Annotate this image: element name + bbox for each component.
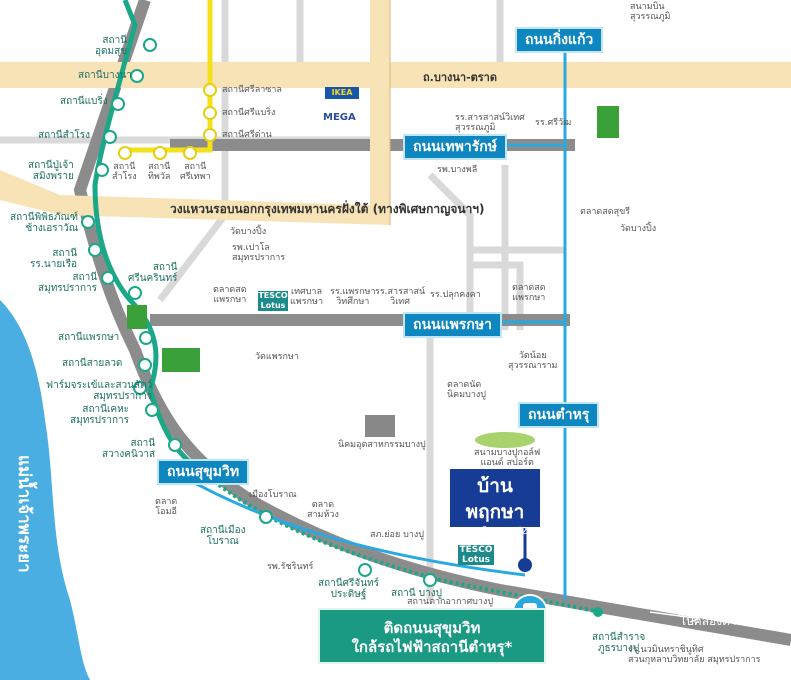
wat-bang-phli-label: วัดบางปิ้ง <box>230 227 267 237</box>
green-station-2: สถานีบางนา <box>78 70 132 81</box>
green-station-1: สถานี อุดมสุข <box>95 35 128 57</box>
green-station-13: สถานีเคหะ สมุทรปราการ <box>70 404 130 426</box>
hosp-bangphli-label: รพ.บางพลี <box>437 165 478 175</box>
school-sarasas-label: รร.สารสาสน์ วิเทศ <box>375 287 426 307</box>
green-station-14: สถานี สวางคนิวาส <box>102 438 156 460</box>
yellow-station-2: สถานีศรีแบริ่ง <box>222 108 276 118</box>
ancient-city-label: เมืองโบราณ <box>249 490 297 500</box>
road-box-king-kaeo: ถนนกิ่งแก้ว <box>515 27 604 53</box>
khlong-dan-label: ไปคลองด่าน <box>680 614 745 628</box>
hospital-mueang-label: รพ.เปาโล สมุทรปราการ <box>232 243 286 263</box>
banner-line-1: ติดถนนสุขุมวิท <box>383 619 481 637</box>
road-box-phraeksa: ถนนแพรกษา <box>403 312 502 338</box>
yellow-station-4: สถานี สำโรง <box>112 162 137 182</box>
project-name: บ้านพฤกษา <box>465 475 525 523</box>
ring-road-label: วงแหวนรอบนอกกรุงเทพมหานครฝั่งใต้ (ทางพิเ… <box>170 202 485 216</box>
green-station-11: สถานีสายลวด <box>62 358 123 369</box>
golf-label: สนามบางปูกอล์ฟ แอนด์ สปอร์ต <box>474 448 541 468</box>
mega-logo: MEGA <box>323 112 356 123</box>
yellow-station-5: สถานี ทิพวัล <box>148 162 171 182</box>
river-area <box>0 300 90 680</box>
yellow-station-1: สถานีศรีลาซาล <box>222 85 282 95</box>
green-station-12: ฟาร์มจระเข้และสวนสัตว์ สมุทรปราการ <box>46 380 153 402</box>
green-station-3: สถานีแบริ่ง <box>60 96 108 107</box>
green-station-6: สถานีพิพิธภัณฑ์ ช้างเอราวัณ <box>10 212 79 234</box>
ring-road <box>0 0 390 225</box>
school-sriwat-label: รร.ศรีวัฒ <box>535 118 572 128</box>
school-suwan-label: รร.สารสาสน์วิเทศ สุวรรณภูมิ <box>455 113 525 133</box>
wat-noi-label: วัดน้อย สุวรรณาราม <box>508 351 558 371</box>
market-rot-label: ตลาด โอมอี <box>155 497 178 517</box>
school-pak-label: รร.ปลุกคงคา <box>430 290 481 300</box>
green-station-4: สถานีสำโรง <box>38 130 90 141</box>
sukhumvit-station-5: สถานีสำราจ ภูธรบางปู <box>592 632 646 654</box>
green-station-9: สถานี ศรีนครินทร์ <box>128 262 178 284</box>
yellow-line <box>120 0 213 153</box>
sukhumvit-station-1: สถานีเมือง โบราณ <box>200 525 246 547</box>
market-phraeksa2-label: ตลาดสด แพรกษา <box>512 283 546 303</box>
market-nikhom-label: ตลาดนัด นิคมบางปู <box>447 380 486 400</box>
school-navamin-label: รร.นวมินทราชินูทิศ สวนกุหลาบวิทยาลัย สมุ… <box>628 645 761 665</box>
river-label: แม่น้ำเจ้าพระยา <box>14 455 34 573</box>
project-sub: สุขุมวิท-บางปู2 <box>462 526 528 537</box>
banner-line-2: ใกล้รถไฟฟ้าสถานีตำหรุ* <box>351 638 513 656</box>
green-station-5: สถานีปู่เจ้า สมิงพราย <box>28 160 74 182</box>
green-station-8: สถานี สมุทรปราการ <box>38 272 98 294</box>
market-sukhothai-label: ตลาดสดสุขรี <box>580 207 631 217</box>
muni-phraeksa-label: เทศบาล แพรกษา <box>290 287 324 307</box>
tesco-top-logo: TESCO Lotus <box>258 291 288 311</box>
wat-bang-ping-label: วัดบางปิ้ง <box>620 224 657 234</box>
ikea-logo: IKEA <box>325 87 359 99</box>
bangna-trat-label: ถ.บางนา-ตราด <box>423 71 498 84</box>
sakon-label: สถานตากอากาศบางปู <box>407 597 494 607</box>
industrial-label: นิคมอุตสาหกรรมบางปู <box>338 440 426 450</box>
school-phraeksa-label: รร.แพรกษา วิทศึกษา <box>330 287 376 307</box>
school-bangpu-label: สภ.ย่อย บางปู <box>370 530 424 540</box>
yellow-station-6: สถานี ศรีเทพา <box>180 162 211 182</box>
sukhumvit-station-2: สถานีศรีจันทร์ ประดิษฐ์ <box>318 578 379 600</box>
yellow-station-3: สถานีศรีด่าน <box>222 130 272 140</box>
project-marker[interactable]: บ้านพฤกษา สุขุมวิท-บางปู2 <box>450 469 540 537</box>
tesco-bottom-logo: TESCO Lotus <box>458 545 494 565</box>
sukhumvit-station-3: สถานี บางปู <box>391 588 442 599</box>
green-line-stations <box>81 38 603 617</box>
green-station-10: สถานีแพรกษา <box>58 332 120 343</box>
airport-label: สนามบิน สุวรรณภูมิ <box>630 2 671 22</box>
market-phraeksa-label: ตลาดสด แพรกษา <box>213 285 247 305</box>
promo-banner: ติดถนนสุขุมวิท ใกล้รถไฟฟ้าสถานีตำหรุ* <box>318 608 546 664</box>
green-station-7: สถานี รร.นายเรือ <box>30 248 78 270</box>
road-box-sukhumvit: ถนนสุขุมวิท <box>157 459 250 485</box>
road-box-thepharak: ถนนเทพารักษ์ <box>403 134 507 160</box>
road-box-tamru: ถนนตำหรุ <box>518 402 600 428</box>
wat-phraeksa-label: วัดแพรกษา <box>255 352 299 362</box>
yellow-line-stations <box>118 83 217 160</box>
market-muang-label: ตลาด สามห้วง <box>307 500 339 520</box>
hosp-ruam-label: รพ.รัชรินทร์ <box>267 562 314 572</box>
